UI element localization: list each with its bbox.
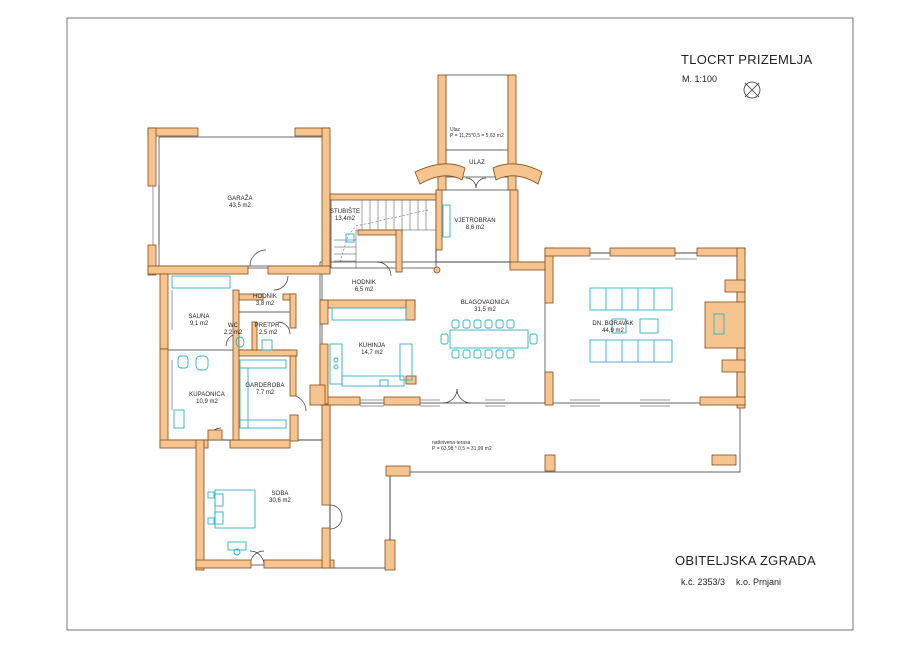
room-name: KUPAONICA: [189, 392, 225, 398]
sheet-border: [66, 17, 854, 631]
room-area: 6,5 m2: [354, 286, 374, 293]
room-name: WC: [227, 323, 239, 329]
room-label-vjetrobran: VJETROBRAN 8,6 m2: [454, 218, 495, 232]
room-label-ulaz: ULAZ: [469, 160, 485, 167]
room-name: PRETPR.: [254, 323, 282, 329]
parcel-number: k.č. 2353/3: [681, 577, 726, 587]
floor-lines: [152, 74, 741, 569]
room-name: HODNIK: [352, 280, 376, 286]
room-name: GARDEROBA: [245, 383, 285, 389]
room-name: SOBA: [271, 491, 289, 497]
furniture: [171, 204, 725, 556]
room-label-sauna: SAUNA 9,1 m2: [188, 314, 209, 328]
note-ulaz: Ulaz P = 11,25*0,5 = 5,63 m2: [450, 127, 504, 139]
room-name: SAUNA: [188, 314, 210, 320]
room-area: 8,6 m2: [465, 224, 485, 231]
room-label-blagovaonica: BLAGOVAONICA 31,5 m2: [461, 300, 509, 314]
room-label-kupaonica: KUPAONICA 10,9 m2: [189, 392, 225, 406]
project-name: OBITELJSKA ZGRADA: [675, 553, 816, 568]
note-ulaz-line1: Ulaz: [450, 127, 461, 133]
room-label-soba: SOBA 30,6 m2: [269, 491, 291, 505]
room-area: 7,7 m2: [255, 389, 275, 396]
room-area: 2,5 m2: [258, 329, 278, 336]
room-label-pretpr: PRETPR. 2,5 m2: [255, 323, 282, 337]
room-area: 31,5 m2: [474, 306, 496, 313]
note-terasa: natkrivena terasa P = 63,98 * 0,5 = 31,9…: [432, 440, 492, 452]
room-area: 44,9 m2: [602, 327, 624, 334]
north-arrow-icon: [743, 81, 761, 99]
room-name: ULAZ: [469, 160, 485, 166]
room-label-garaza: GARAŽA 43,5 m2: [227, 196, 252, 210]
note-terasa-line2: P = 63,98 * 0,5 = 31,99 m2: [432, 446, 492, 452]
room-name: STUBIŠTE: [329, 209, 361, 215]
room-label-wc: WC 2,2 m2: [224, 323, 242, 337]
drawing-scale: M. 1:100: [682, 74, 718, 84]
room-area: 2,2 m2: [223, 329, 243, 336]
room-area: 14,7 m2: [361, 349, 383, 356]
room-label-hodnik-small: HODNIK 3,8 m2: [253, 294, 277, 308]
room-area: 10,9 m2: [196, 398, 218, 405]
room-label-garderoba: GARDEROBA 7,7 m2: [245, 383, 284, 397]
room-name: DN. BORAVAK: [592, 321, 634, 327]
note-ulaz-line2: P = 11,25*0,5 = 5,63 m2: [450, 133, 504, 139]
room-area: 13,4m2: [334, 215, 356, 222]
room-label-hodnik-main: HODNIK 6,5 m2: [352, 280, 376, 294]
room-label-dn-boravak: DN. BORAVAK 44,9 m2: [592, 321, 633, 335]
room-name: GARAŽA: [227, 196, 253, 202]
room-name: HODNIK: [253, 294, 277, 300]
room-area: 43,5 m2: [229, 202, 251, 209]
cadastral-municipality: k.o. Prnjani: [736, 577, 782, 587]
room-area: 9,1 m2: [189, 320, 209, 327]
room-name: VJETROBRAN: [454, 218, 496, 224]
room-area: 30,6 m2: [269, 497, 291, 504]
room-name: BLAGOVAONICA: [460, 300, 510, 306]
walls: [147, 74, 746, 571]
note-terasa-line1: natkrivena terasa: [432, 440, 471, 446]
room-name: KUHINJA: [358, 343, 386, 349]
drawing-title: TLOCRT PRIZEMLJA: [681, 52, 813, 67]
room-area: 3,8 m2: [255, 300, 275, 307]
room-label-kuhinja: KUHINJA 14,7 m2: [359, 343, 385, 357]
room-label-stubiste: STUBIŠTE 13,4m2: [330, 209, 360, 223]
